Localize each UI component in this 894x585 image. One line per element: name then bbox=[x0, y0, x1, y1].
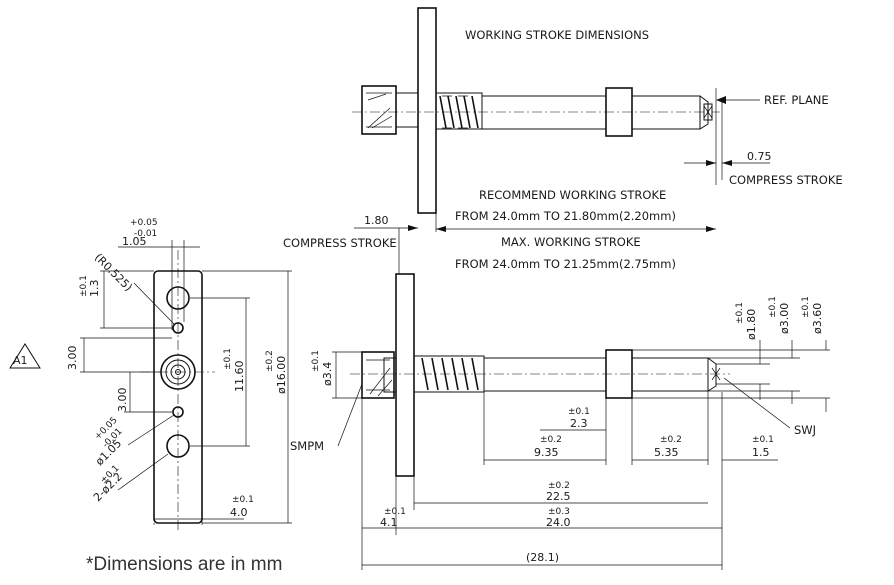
dia-360: ø3.60 bbox=[811, 303, 824, 334]
dim-41: 4.1 bbox=[380, 516, 398, 529]
smpm-label: SMPM bbox=[290, 439, 324, 453]
dim-180: 1.80 bbox=[364, 214, 389, 227]
max-stroke-line2: FROM 24.0mm TO 21.25mm(2.75mm) bbox=[455, 257, 676, 271]
dim-281: (28.1) bbox=[526, 551, 559, 564]
dim-300-upper: 3.00 bbox=[66, 346, 79, 371]
dim-075: 0.75 bbox=[747, 150, 772, 163]
dia-34: ø3.4 bbox=[321, 362, 334, 386]
max-stroke-line1: MAX. WORKING STROKE bbox=[501, 235, 641, 249]
recommend-stroke-line2: FROM 24.0mm TO 21.80mm(2.20mm) bbox=[455, 209, 676, 223]
dim-300-lower: 3.00 bbox=[116, 388, 129, 413]
side-view-dimensions bbox=[332, 340, 830, 570]
tol-top-minus: -0.01 bbox=[134, 229, 157, 239]
tol-dia300: ±0.1 bbox=[768, 296, 778, 318]
dim-23: 2.3 bbox=[570, 417, 588, 430]
tol-40: ±0.1 bbox=[232, 495, 254, 505]
dim-13: 1.3 bbox=[88, 280, 101, 298]
front-view-dimensions bbox=[80, 240, 292, 525]
swj-label: SWJ bbox=[794, 423, 816, 437]
tol-13: ±0.1 bbox=[79, 275, 89, 297]
tol-1600: ±0.2 bbox=[265, 350, 275, 372]
dim-105: 1.05 bbox=[122, 235, 147, 248]
dia-180: ø1.80 bbox=[745, 309, 758, 340]
tol-1160: ±0.1 bbox=[223, 348, 233, 370]
dim-935: 9.35 bbox=[534, 446, 559, 459]
ref-plane-label: REF. PLANE bbox=[764, 93, 829, 107]
tol-41: ±0.1 bbox=[384, 507, 406, 517]
a1-label: A1 bbox=[13, 354, 28, 367]
dia-300: ø3.00 bbox=[778, 303, 791, 334]
drawing-title: WORKING STROKE DIMENSIONS bbox=[465, 28, 649, 42]
dim-1160: 11.60 bbox=[233, 361, 246, 393]
units-note: *Dimensions are in mm bbox=[86, 554, 282, 575]
top-connector-view bbox=[352, 7, 720, 214]
tol-935: ±0.2 bbox=[540, 435, 562, 445]
compress-stroke-075 bbox=[684, 102, 770, 180]
compress-stroke-180 bbox=[354, 225, 418, 274]
tol-34: ±0.1 bbox=[311, 350, 321, 372]
dim-240: 24.0 bbox=[546, 516, 571, 529]
tol-240: ±0.3 bbox=[548, 507, 570, 517]
dim-225: 22.5 bbox=[546, 490, 571, 503]
tol-top-plus: +0.05 bbox=[130, 218, 158, 228]
dim-40: 4.0 bbox=[230, 506, 248, 519]
tol-225: ±0.2 bbox=[548, 481, 570, 491]
tol-535: ±0.2 bbox=[660, 435, 682, 445]
flange-front-view bbox=[140, 250, 215, 530]
tol-dia360: ±0.1 bbox=[801, 296, 811, 318]
working-stroke-dimension bbox=[435, 213, 716, 232]
compress-stroke-right-label: COMPRESS STROKE bbox=[729, 173, 843, 187]
tol-dia180: ±0.1 bbox=[735, 302, 745, 324]
dim-1600: ø16.00 bbox=[275, 356, 288, 394]
tol-15: ±0.1 bbox=[752, 435, 774, 445]
tol-23: ±0.1 bbox=[568, 407, 590, 417]
compress-stroke-left-label: COMPRESS STROKE bbox=[283, 236, 397, 250]
dim-15: 1.5 bbox=[752, 446, 770, 459]
recommend-stroke-line1: RECOMMEND WORKING STROKE bbox=[479, 188, 666, 202]
ref-plane-callout bbox=[715, 88, 760, 185]
dim-535: 5.35 bbox=[654, 446, 679, 459]
a1-marker bbox=[9, 343, 41, 369]
